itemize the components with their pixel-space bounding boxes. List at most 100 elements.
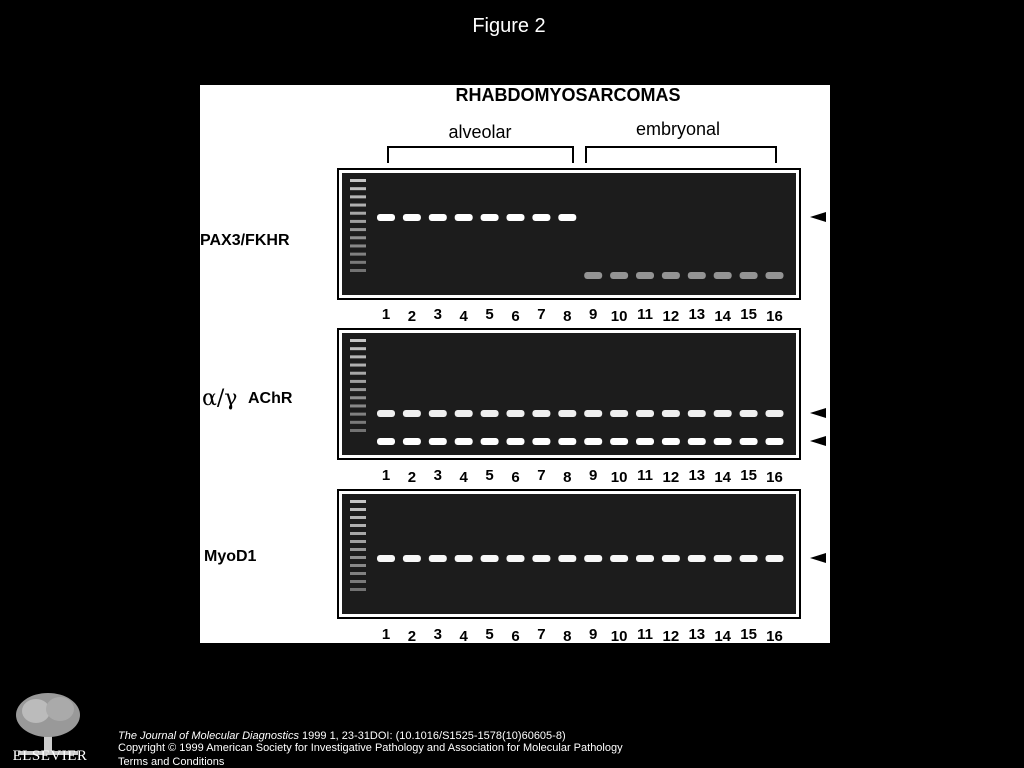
copyright-notice: Copyright © 1999 American Society for In… [118,742,623,754]
gel-band [506,410,525,417]
gel-background [342,494,796,614]
band-arrow-icon [810,553,826,563]
figure-heading: RHABDOMYOSARCOMAS [456,85,681,105]
gel-band [584,410,603,417]
ladder-band [350,548,366,551]
gel-band [428,410,447,417]
gel-band [687,555,706,562]
lane-number: 15 [740,467,757,484]
ladder-band [350,211,366,215]
lane-number: 16 [766,469,783,486]
ladder-band [350,219,366,223]
gel-band [661,272,680,279]
gel-band [402,438,421,445]
lane-number: 6 [511,308,519,325]
band-arrow-icon [810,408,826,418]
group-label-embryonal: embryonal [636,119,720,139]
gel-band [480,214,499,221]
ladder-band [350,412,366,416]
figure-title: Figure 2 [472,15,546,37]
lane-number: 8 [563,308,571,325]
gel-band [636,410,654,417]
ladder-band [350,347,366,351]
lane-number: 12 [663,469,680,486]
band-arrow-icon [810,436,826,446]
gel-band [636,272,654,279]
ladder-band [350,371,366,375]
gel-band [506,438,525,445]
lane-number: 10 [611,308,628,325]
lane-number: 11 [637,467,653,484]
ladder-band [350,236,366,240]
gel-band [584,272,603,279]
group-label-alveolar: alveolar [448,122,511,142]
ladder-band [350,339,366,342]
gel-band [713,438,732,445]
gel-band [428,214,447,221]
lane-number: 5 [485,467,493,484]
gel-band [480,410,499,417]
lane-number: 13 [688,306,705,323]
lane-number: 1 [382,306,390,323]
ladder-band [350,252,366,256]
ladder-lane [350,179,366,272]
lane-number: 14 [714,308,731,325]
band-arrow-icon [810,212,826,222]
gel-band [558,438,577,445]
lane-number: 5 [485,626,493,643]
gel-band [661,438,680,445]
terms-link[interactable]: Terms and Conditions [118,756,225,768]
lane-number: 7 [537,626,545,643]
ladder-band [350,260,366,264]
lane-number: 16 [766,628,783,643]
gel-label-achr: AChR [248,390,293,407]
ladder-band [350,396,366,400]
gel-band [687,410,706,417]
gel-band [739,438,758,445]
lane-number: 4 [460,308,469,325]
gel-band [402,555,421,562]
gel-band [610,438,629,445]
lane-number: 4 [460,469,469,486]
alveolar-bracket [387,146,574,163]
lane-number: 2 [408,628,416,643]
lane-number: 12 [663,308,680,325]
ladder-band [350,269,366,272]
gel-band [377,555,395,562]
ladder-band [350,355,366,359]
citation-details: 1999 1, 23-31DOI: (10.1016/S1525-1578(10… [298,730,566,742]
gel-band [739,410,758,417]
gel-band [454,214,473,221]
gel-band [506,214,525,221]
ladder-band [350,500,366,503]
gel-band [713,272,732,279]
gel-figure: RHABDOMYOSARCOMAS alveolar embryonal PAX… [200,85,826,643]
gel-band [765,438,784,445]
ladder-band [350,580,366,583]
gel-band [739,272,758,279]
gel-band [636,555,654,562]
gel-band [532,555,551,562]
ladder-band [350,524,366,527]
gel-band [765,555,784,562]
gel-band [377,214,395,221]
lane-number: 10 [611,628,628,643]
embryonal-bracket [585,146,777,163]
gel-band [377,438,395,445]
gel-band [661,410,680,417]
ladder-band [350,516,366,519]
gel-band [402,214,421,221]
ladder-band [350,532,366,535]
gel-label-myod1: MyoD1 [204,548,257,565]
gel-band [610,555,629,562]
gel-band [454,555,473,562]
lane-number: 8 [563,628,571,643]
gel-band [480,438,499,445]
ladder-band [350,508,366,511]
gel-band [584,438,603,445]
lane-number: 14 [714,628,731,643]
gel-band [532,214,551,221]
gel-band [532,438,551,445]
ladder-band [350,388,366,392]
